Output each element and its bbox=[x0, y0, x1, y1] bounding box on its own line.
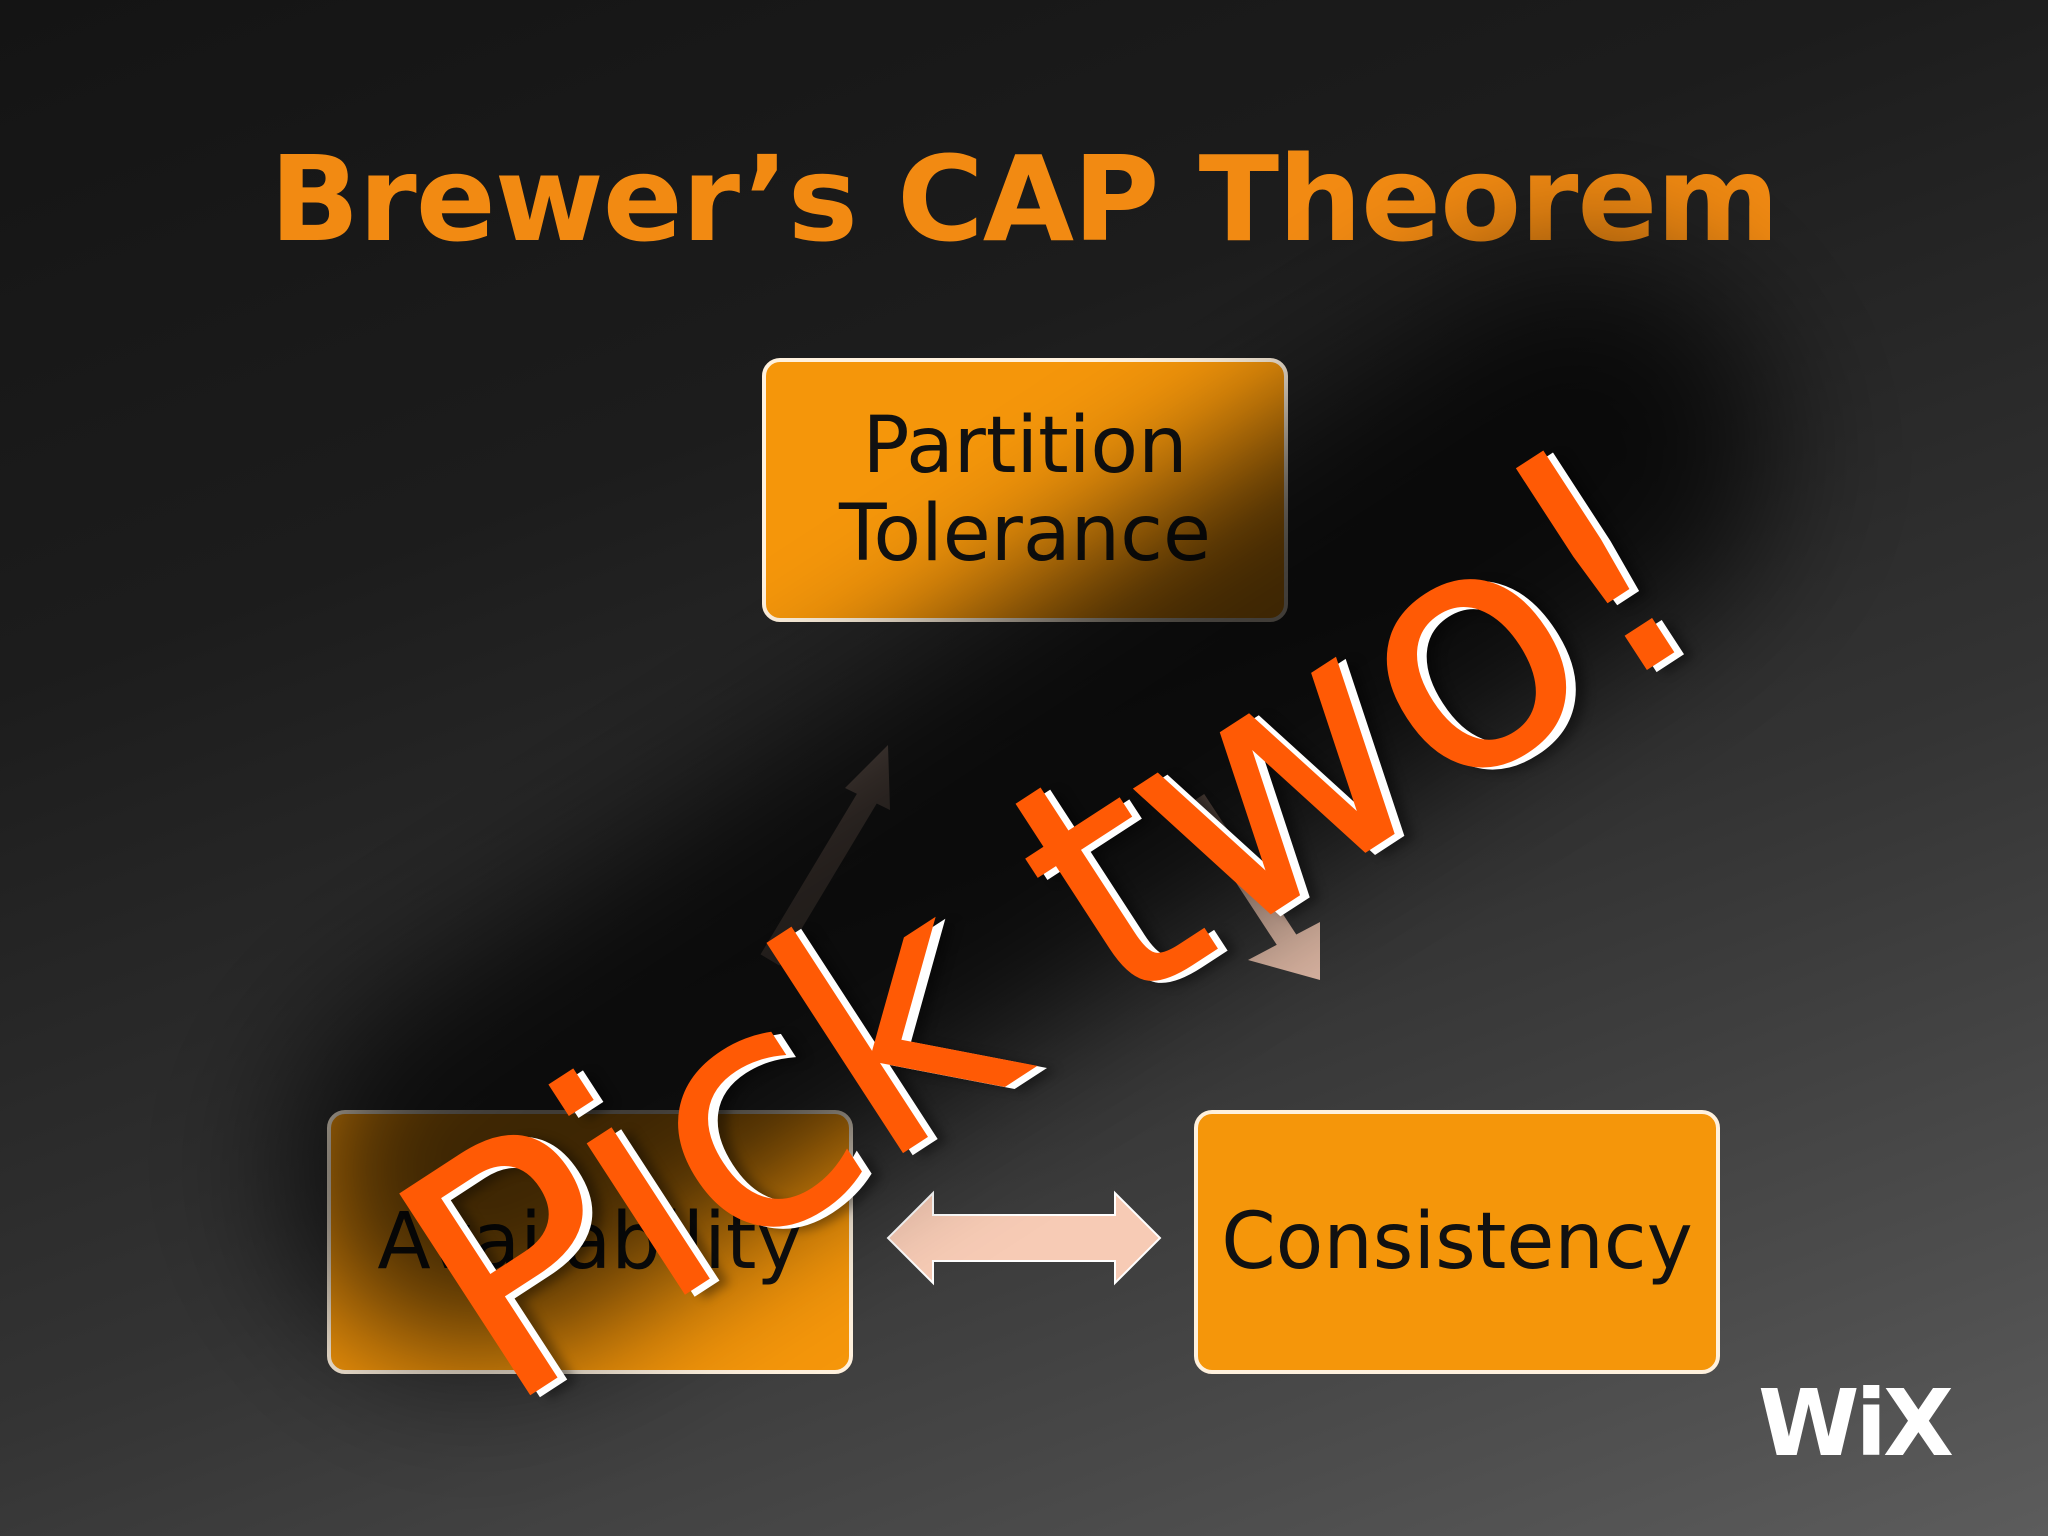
partition-tolerance-label-line1: Partition bbox=[862, 401, 1188, 491]
wix-logo: WiX bbox=[1758, 1370, 1954, 1477]
slide-title: Brewer’s CAP Theorem bbox=[269, 130, 1780, 268]
consistency-label: Consistency bbox=[1221, 1197, 1693, 1287]
consistency-box: Consistency bbox=[1194, 1110, 1720, 1374]
arrow-availability-consistency bbox=[886, 1190, 1162, 1286]
